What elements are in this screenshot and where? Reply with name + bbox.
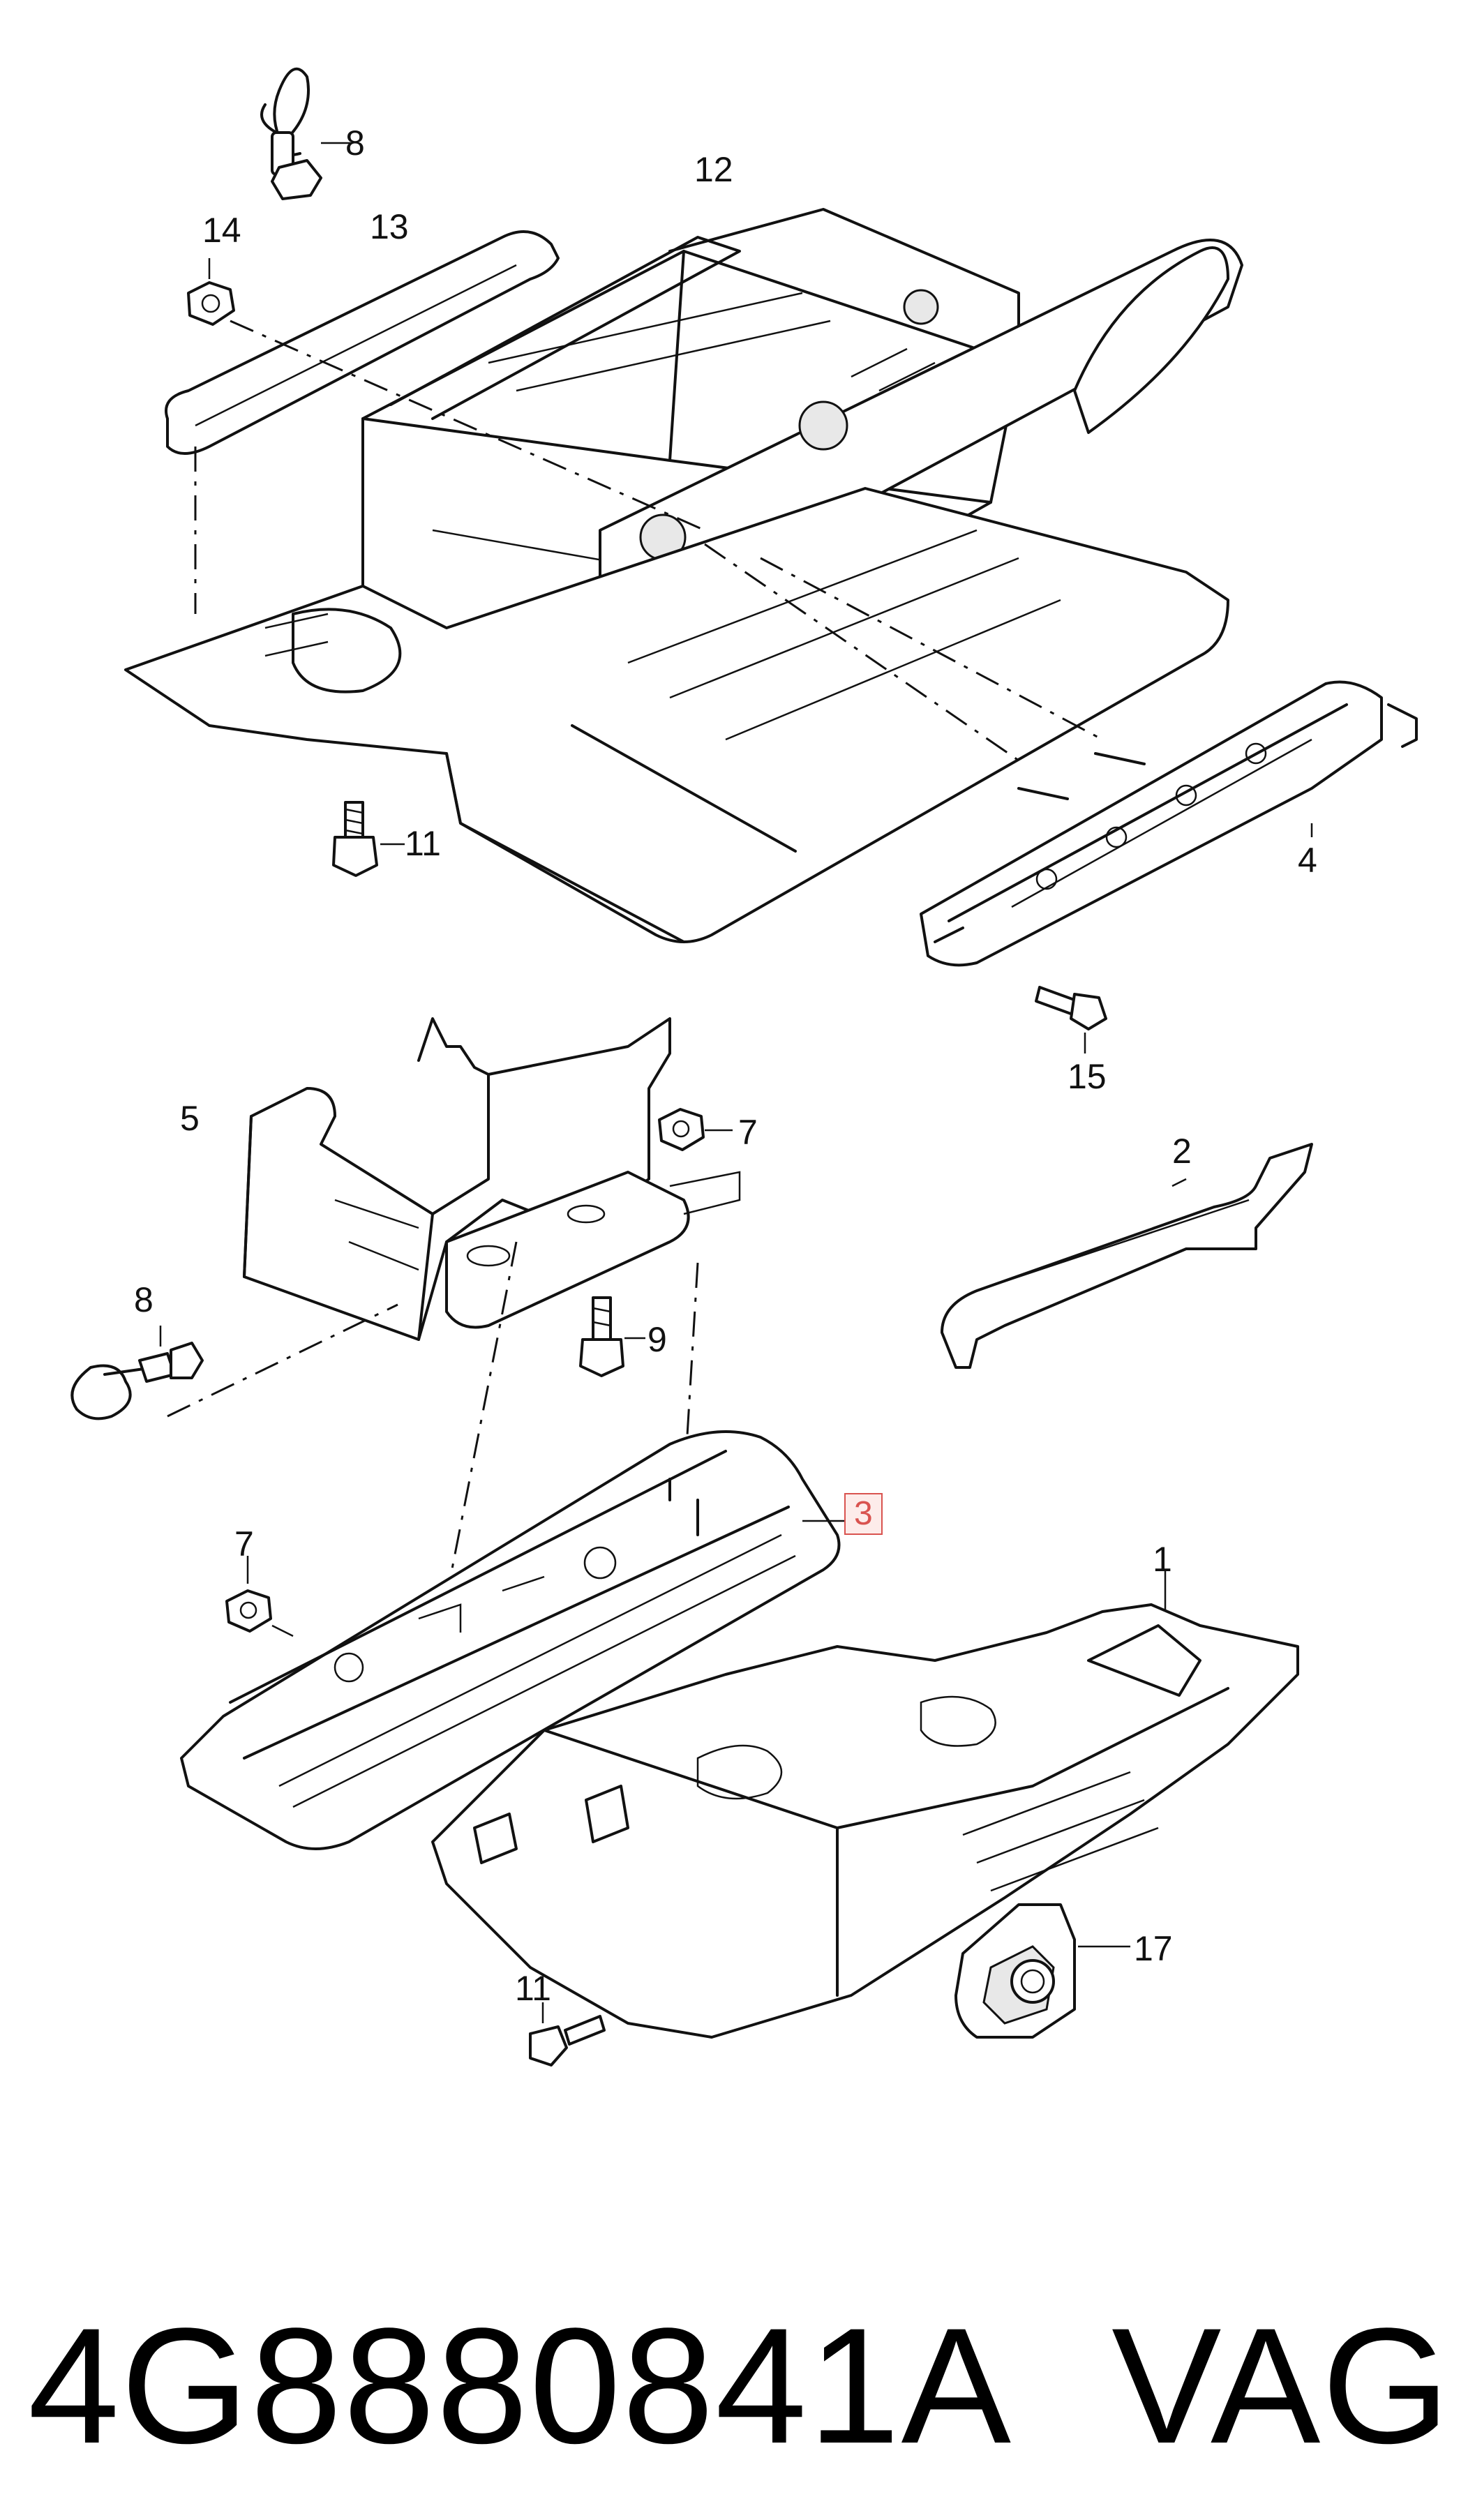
part-5-bracket — [243, 1017, 741, 1341]
callout-12: 12 — [694, 150, 733, 189]
part-7-nut-mid — [658, 1108, 733, 1151]
part-14-nut — [187, 258, 235, 326]
part-floor-carrier — [124, 487, 1229, 943]
part-11-bolt-low — [529, 2002, 606, 2067]
callout-11-low: 11 — [515, 1969, 551, 2008]
callout-4: 4 — [1298, 841, 1317, 880]
assembly-line — [167, 1303, 398, 1418]
callout-7-low: 7 — [234, 1524, 254, 1563]
part-3-lower-panel — [180, 1430, 865, 1850]
callout-7-mid: 7 — [738, 1113, 758, 1152]
callout-14: 14 — [202, 211, 241, 250]
callout-3-highlighted: 3 — [844, 1493, 883, 1535]
callout-17: 17 — [1134, 1929, 1173, 1968]
callout-13: 13 — [370, 207, 409, 246]
assembly-line — [704, 543, 1019, 762]
part-9-bolt — [579, 1296, 645, 1377]
callout-15: 15 — [1068, 1057, 1107, 1096]
callout-8-top: 8 — [345, 123, 365, 163]
callout-2: 2 — [1172, 1132, 1192, 1171]
callout-8-mid: 8 — [134, 1280, 154, 1319]
callout-5: 5 — [180, 1099, 200, 1138]
part-11-bolt-top — [332, 801, 405, 877]
assembly-line — [438, 1241, 518, 1633]
callout-11-top: 11 — [405, 824, 441, 863]
assembly-line — [230, 320, 705, 532]
part-8-ground-strap-top — [260, 67, 352, 200]
callout-1: 1 — [1153, 1540, 1172, 1579]
part-number: 4G8880841A — [28, 2294, 1012, 2478]
part-1-glovebox-housing — [431, 1570, 1299, 2039]
assembly-line — [760, 557, 1103, 741]
part-4-side-trim — [920, 680, 1418, 967]
part-17-switch — [954, 1903, 1130, 2039]
caption-bar: 4G8880841A VAG — [28, 2294, 1451, 2478]
part-7-nut-low — [225, 1556, 294, 1637]
callout-9: 9 — [647, 1320, 667, 1359]
brand-name: VAG — [1111, 2294, 1451, 2478]
part-stud-bolts — [1017, 752, 1146, 800]
part-2-trim-strip — [941, 1143, 1313, 1369]
part-8-ground-strap-mid — [70, 1326, 204, 1420]
part-13-bracket-rail — [165, 230, 560, 455]
part-15-bolt — [1035, 986, 1107, 1053]
assembly-line — [682, 1262, 699, 1494]
